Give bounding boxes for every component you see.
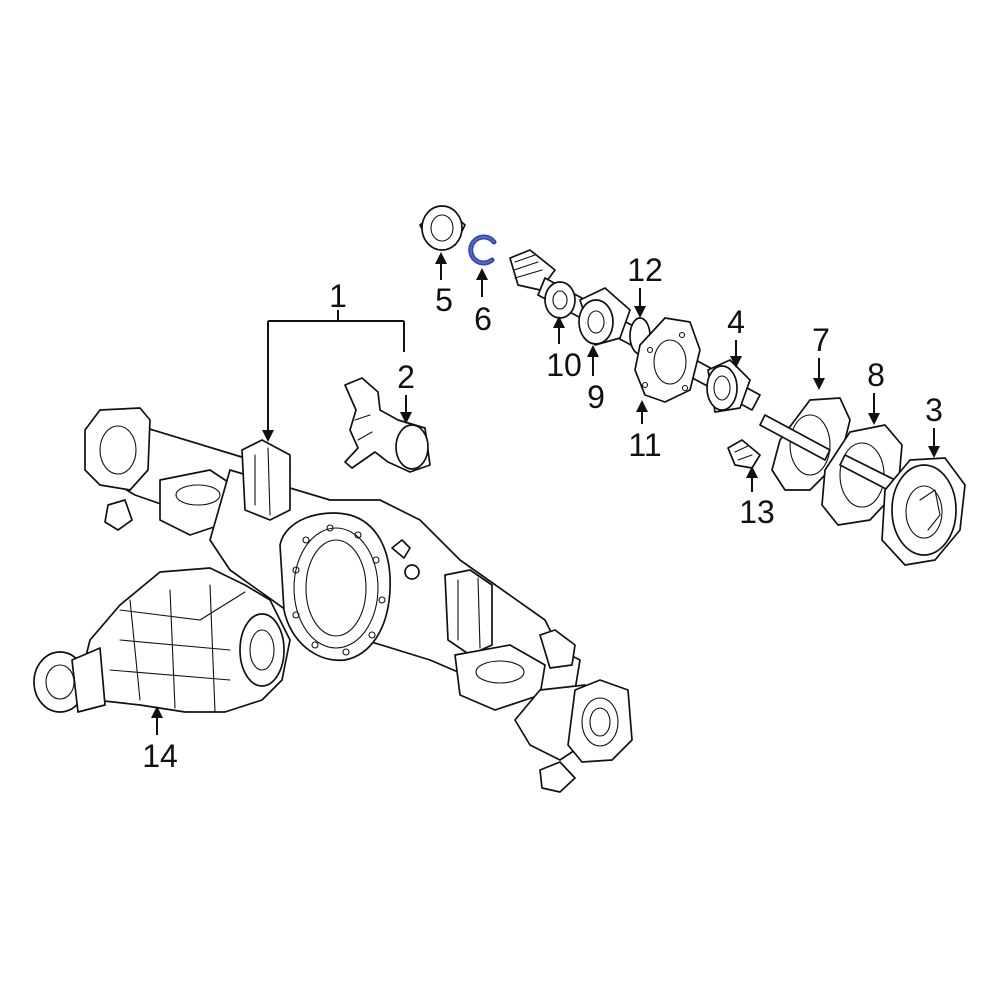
oil-seal-part-5[interactable]	[419, 205, 466, 251]
snap-ring-part-6[interactable]	[468, 234, 497, 266]
callout-12: 12	[627, 252, 663, 288]
callout-6: 6	[474, 301, 492, 337]
differential-carrier[interactable]	[33, 567, 291, 713]
arrow-1	[262, 430, 274, 442]
callout-3: 3	[925, 392, 943, 428]
arrow-5	[435, 252, 447, 264]
axle-shaft-assembly[interactable]	[509, 249, 761, 413]
arrow-12	[634, 306, 646, 318]
callout-labels: 1 2 3 4 5 6 7 8 9 10 11 12 13 14	[142, 252, 943, 774]
spacer-plate-part-8[interactable]	[821, 424, 903, 526]
bracket-part-2[interactable]	[344, 377, 431, 473]
callout-2: 2	[397, 359, 415, 395]
arrow-7	[813, 378, 825, 390]
callout-14: 14	[142, 738, 178, 774]
axle-housing[interactable]	[84, 407, 633, 793]
arrow-11	[636, 400, 648, 412]
callout-7: 7	[812, 322, 830, 358]
callout-1: 1	[329, 278, 347, 314]
callout-9: 9	[587, 379, 605, 415]
callout-10: 10	[546, 347, 582, 383]
arrow-14	[151, 706, 163, 718]
arrow-10	[553, 316, 565, 328]
callout-4: 4	[727, 304, 745, 340]
callout-5: 5	[435, 282, 453, 318]
arrow-4	[730, 356, 742, 368]
leader-lines	[151, 252, 940, 735]
arrow-13	[746, 466, 758, 478]
arrow-6	[476, 268, 488, 280]
arrow-9	[587, 345, 599, 357]
stud-part-13[interactable]	[727, 439, 761, 469]
hub-part-3[interactable]	[881, 457, 966, 566]
callout-11: 11	[628, 427, 661, 463]
arrow-8	[868, 413, 880, 425]
arrow-2	[400, 412, 412, 424]
callout-8: 8	[867, 357, 885, 393]
arrow-3	[928, 446, 940, 458]
callout-13: 13	[739, 494, 775, 530]
